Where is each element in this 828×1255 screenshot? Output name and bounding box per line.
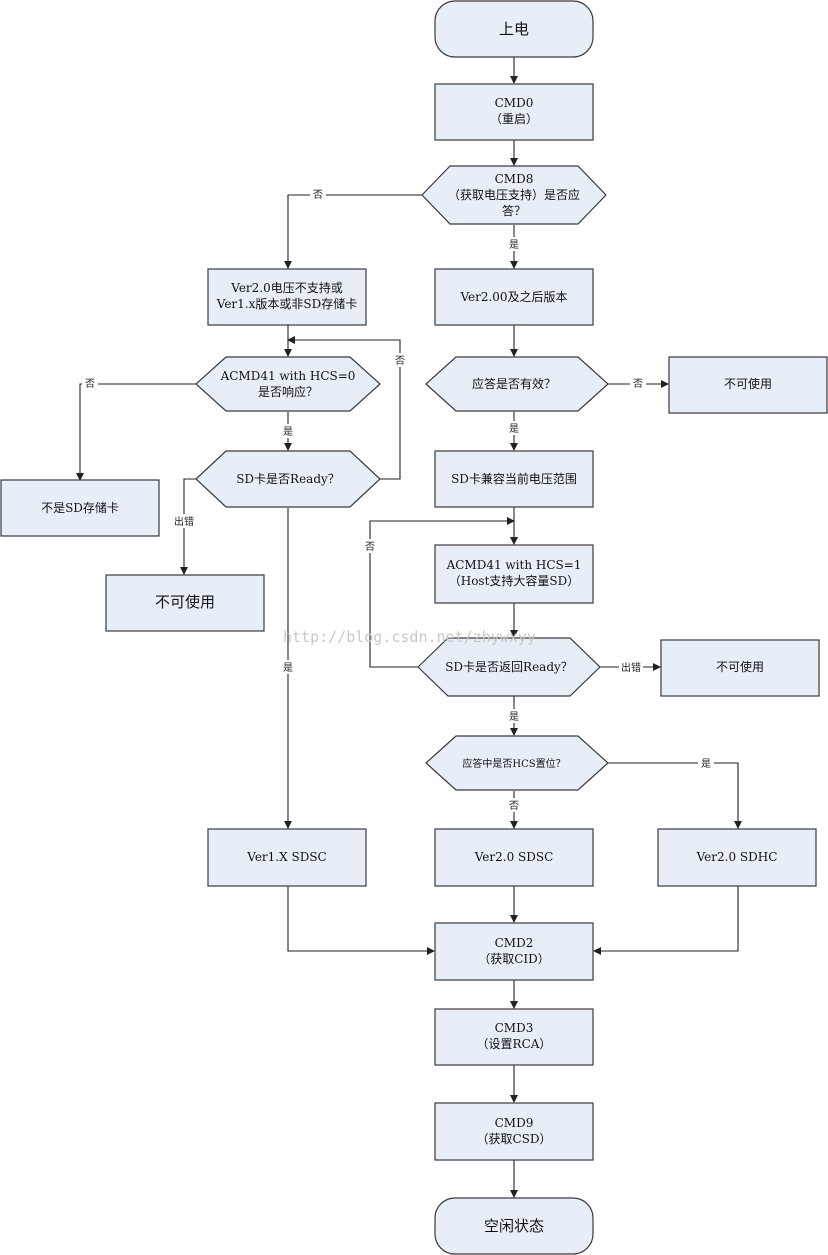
label-hcs0-no: 否 bbox=[85, 378, 95, 390]
node-v2-later: Ver2.00及之后版本 bbox=[434, 268, 594, 326]
label-ready-b-yes: 是 bbox=[509, 711, 519, 723]
edge-hcs-yes bbox=[608, 762, 742, 829]
node-resp-valid: 应答是否有效？ bbox=[425, 356, 609, 412]
node-hcs-set: 应答中是否HCS置位？ bbox=[425, 735, 609, 791]
node-sd-compat-label: SD卡兼容当前电压范围 bbox=[451, 471, 577, 486]
node-cmd8-line1: CMD8 bbox=[495, 172, 534, 186]
label-ready-b-err: 出错 bbox=[621, 661, 641, 674]
node-cmd9-line2: （获取CSD） bbox=[476, 1132, 551, 1146]
node-unusable-b-label: 不可使用 bbox=[155, 593, 215, 611]
node-v1x-sdsc-label: Ver1.X SDSC bbox=[246, 850, 326, 864]
node-cmd8-line2: （获取电压支持）是否应 bbox=[448, 187, 580, 202]
node-not-sd-label: 不是SD存储卡 bbox=[41, 500, 119, 515]
node-cmd0-line1: CMD0 bbox=[495, 96, 534, 110]
node-v1x-sdsc: Ver1.X SDSC bbox=[207, 828, 367, 887]
node-idle-label: 空闲状态 bbox=[484, 1217, 544, 1235]
label-ready-a-err: 出错 bbox=[174, 515, 194, 528]
node-v1-or-nonsd-line2: Ver1.x版本或非SD存储卡 bbox=[216, 296, 357, 311]
edge-v1x-cmd2 bbox=[287, 886, 435, 955]
node-power-on: 上电 bbox=[434, 0, 594, 58]
node-sd-ready-b: SD卡是否返回Ready？ bbox=[417, 637, 601, 697]
node-sd-ready-a: SD卡是否Ready？ bbox=[195, 450, 381, 508]
node-acmd41-hcs1: ACMD41 with HCS=1 （Host支持大容量SD） bbox=[434, 544, 594, 604]
label-hcs-yes: 是 bbox=[701, 758, 711, 770]
node-not-sd: 不是SD存储卡 bbox=[0, 479, 160, 537]
node-sd-compat: SD卡兼容当前电压范围 bbox=[434, 450, 594, 508]
edge-sdhc-cmd2 bbox=[593, 886, 739, 955]
label-hcs0-yes: 是 bbox=[283, 426, 293, 438]
node-v20-sdhc-label: Ver2.0 SDHC bbox=[696, 850, 778, 864]
edge-ready-b-loop bbox=[369, 517, 515, 668]
watermark: http://blog.csdn.net/zhywxyy bbox=[283, 628, 536, 646]
node-cmd3: CMD3 （设置RCA） bbox=[434, 1008, 594, 1066]
node-unusable-c: 不可使用 bbox=[660, 639, 820, 697]
node-cmd8-line3: 答？ bbox=[502, 203, 526, 218]
node-unusable-a: 不可使用 bbox=[668, 356, 828, 414]
node-v20-sdhc: Ver2.0 SDHC bbox=[657, 828, 817, 887]
node-cmd3-line1: CMD3 bbox=[495, 1021, 534, 1035]
node-cmd9-line1: CMD9 bbox=[495, 1116, 534, 1130]
edge-cmd8-no bbox=[284, 194, 422, 269]
label-hcs-no: 否 bbox=[509, 800, 519, 812]
node-cmd9: CMD9 （获取CSD） bbox=[434, 1102, 594, 1161]
label-valid-no: 否 bbox=[633, 378, 643, 390]
node-sd-ready-a-label: SD卡是否Ready？ bbox=[236, 472, 340, 486]
node-cmd8: CMD8 （获取电压支持）是否应 答？ bbox=[421, 165, 607, 225]
node-acmd41-hcs0: ACMD41 with HCS=0 是否响应？ bbox=[195, 356, 381, 412]
node-power-on-label: 上电 bbox=[499, 20, 529, 38]
node-v1-or-nonsd: Ver2.0电压不支持或 Ver1.x版本或非SD存储卡 bbox=[207, 268, 367, 326]
edge-ready-a-err bbox=[180, 478, 196, 575]
label-cmd8-yes: 是 bbox=[509, 239, 519, 251]
node-cmd3-line2: （设置RCA） bbox=[477, 1037, 552, 1051]
label-cmd8-no: 否 bbox=[313, 189, 323, 201]
edge-ready-a-loop bbox=[287, 336, 401, 480]
node-acmd41-hcs1-line1: ACMD41 with HCS=1 bbox=[446, 558, 582, 572]
node-cmd2-line1: CMD2 bbox=[495, 936, 534, 950]
node-cmd2-line2: （获取CID） bbox=[478, 952, 550, 966]
node-acmd41-hcs0-line2: 是否响应？ bbox=[258, 384, 318, 399]
label-ready-b-no: 否 bbox=[365, 541, 375, 553]
node-v20-sdsc: Ver2.0 SDSC bbox=[434, 828, 594, 887]
node-unusable-a-label: 不可使用 bbox=[724, 376, 772, 391]
label-ready-a-yes: 是 bbox=[283, 662, 293, 674]
node-v20-sdsc-label: Ver2.0 SDSC bbox=[474, 850, 554, 864]
node-unusable-c-label: 不可使用 bbox=[716, 659, 764, 674]
node-cmd2: CMD2 （获取CID） bbox=[434, 922, 594, 981]
node-v2-later-label: Ver2.00及之后版本 bbox=[459, 290, 567, 304]
node-idle: 空闲状态 bbox=[434, 1197, 594, 1255]
node-hcs-set-label: 应答中是否HCS置位？ bbox=[462, 757, 565, 770]
node-v1-or-nonsd-line1: Ver2.0电压不支持或 bbox=[230, 280, 343, 295]
node-acmd41-hcs1-line2: （Host支持大容量SD） bbox=[449, 573, 580, 588]
node-unusable-b: 不可使用 bbox=[105, 574, 265, 632]
label-ready-a-no: 否 bbox=[395, 355, 405, 367]
edge-labels: 否 是 否 是 否 出错 是 否 是 否 出错 是 是 否 bbox=[82, 187, 714, 812]
node-sd-ready-b-label: SD卡是否返回Ready？ bbox=[445, 660, 573, 674]
node-cmd0: CMD0 （重启） bbox=[434, 83, 594, 141]
node-resp-valid-label: 应答是否有效？ bbox=[472, 376, 556, 391]
label-valid-yes: 是 bbox=[509, 423, 519, 435]
node-cmd0-line2: （重启） bbox=[490, 112, 538, 126]
edge-hcs0-no bbox=[76, 383, 196, 481]
node-acmd41-hcs0-line1: ACMD41 with HCS=0 bbox=[220, 369, 356, 383]
